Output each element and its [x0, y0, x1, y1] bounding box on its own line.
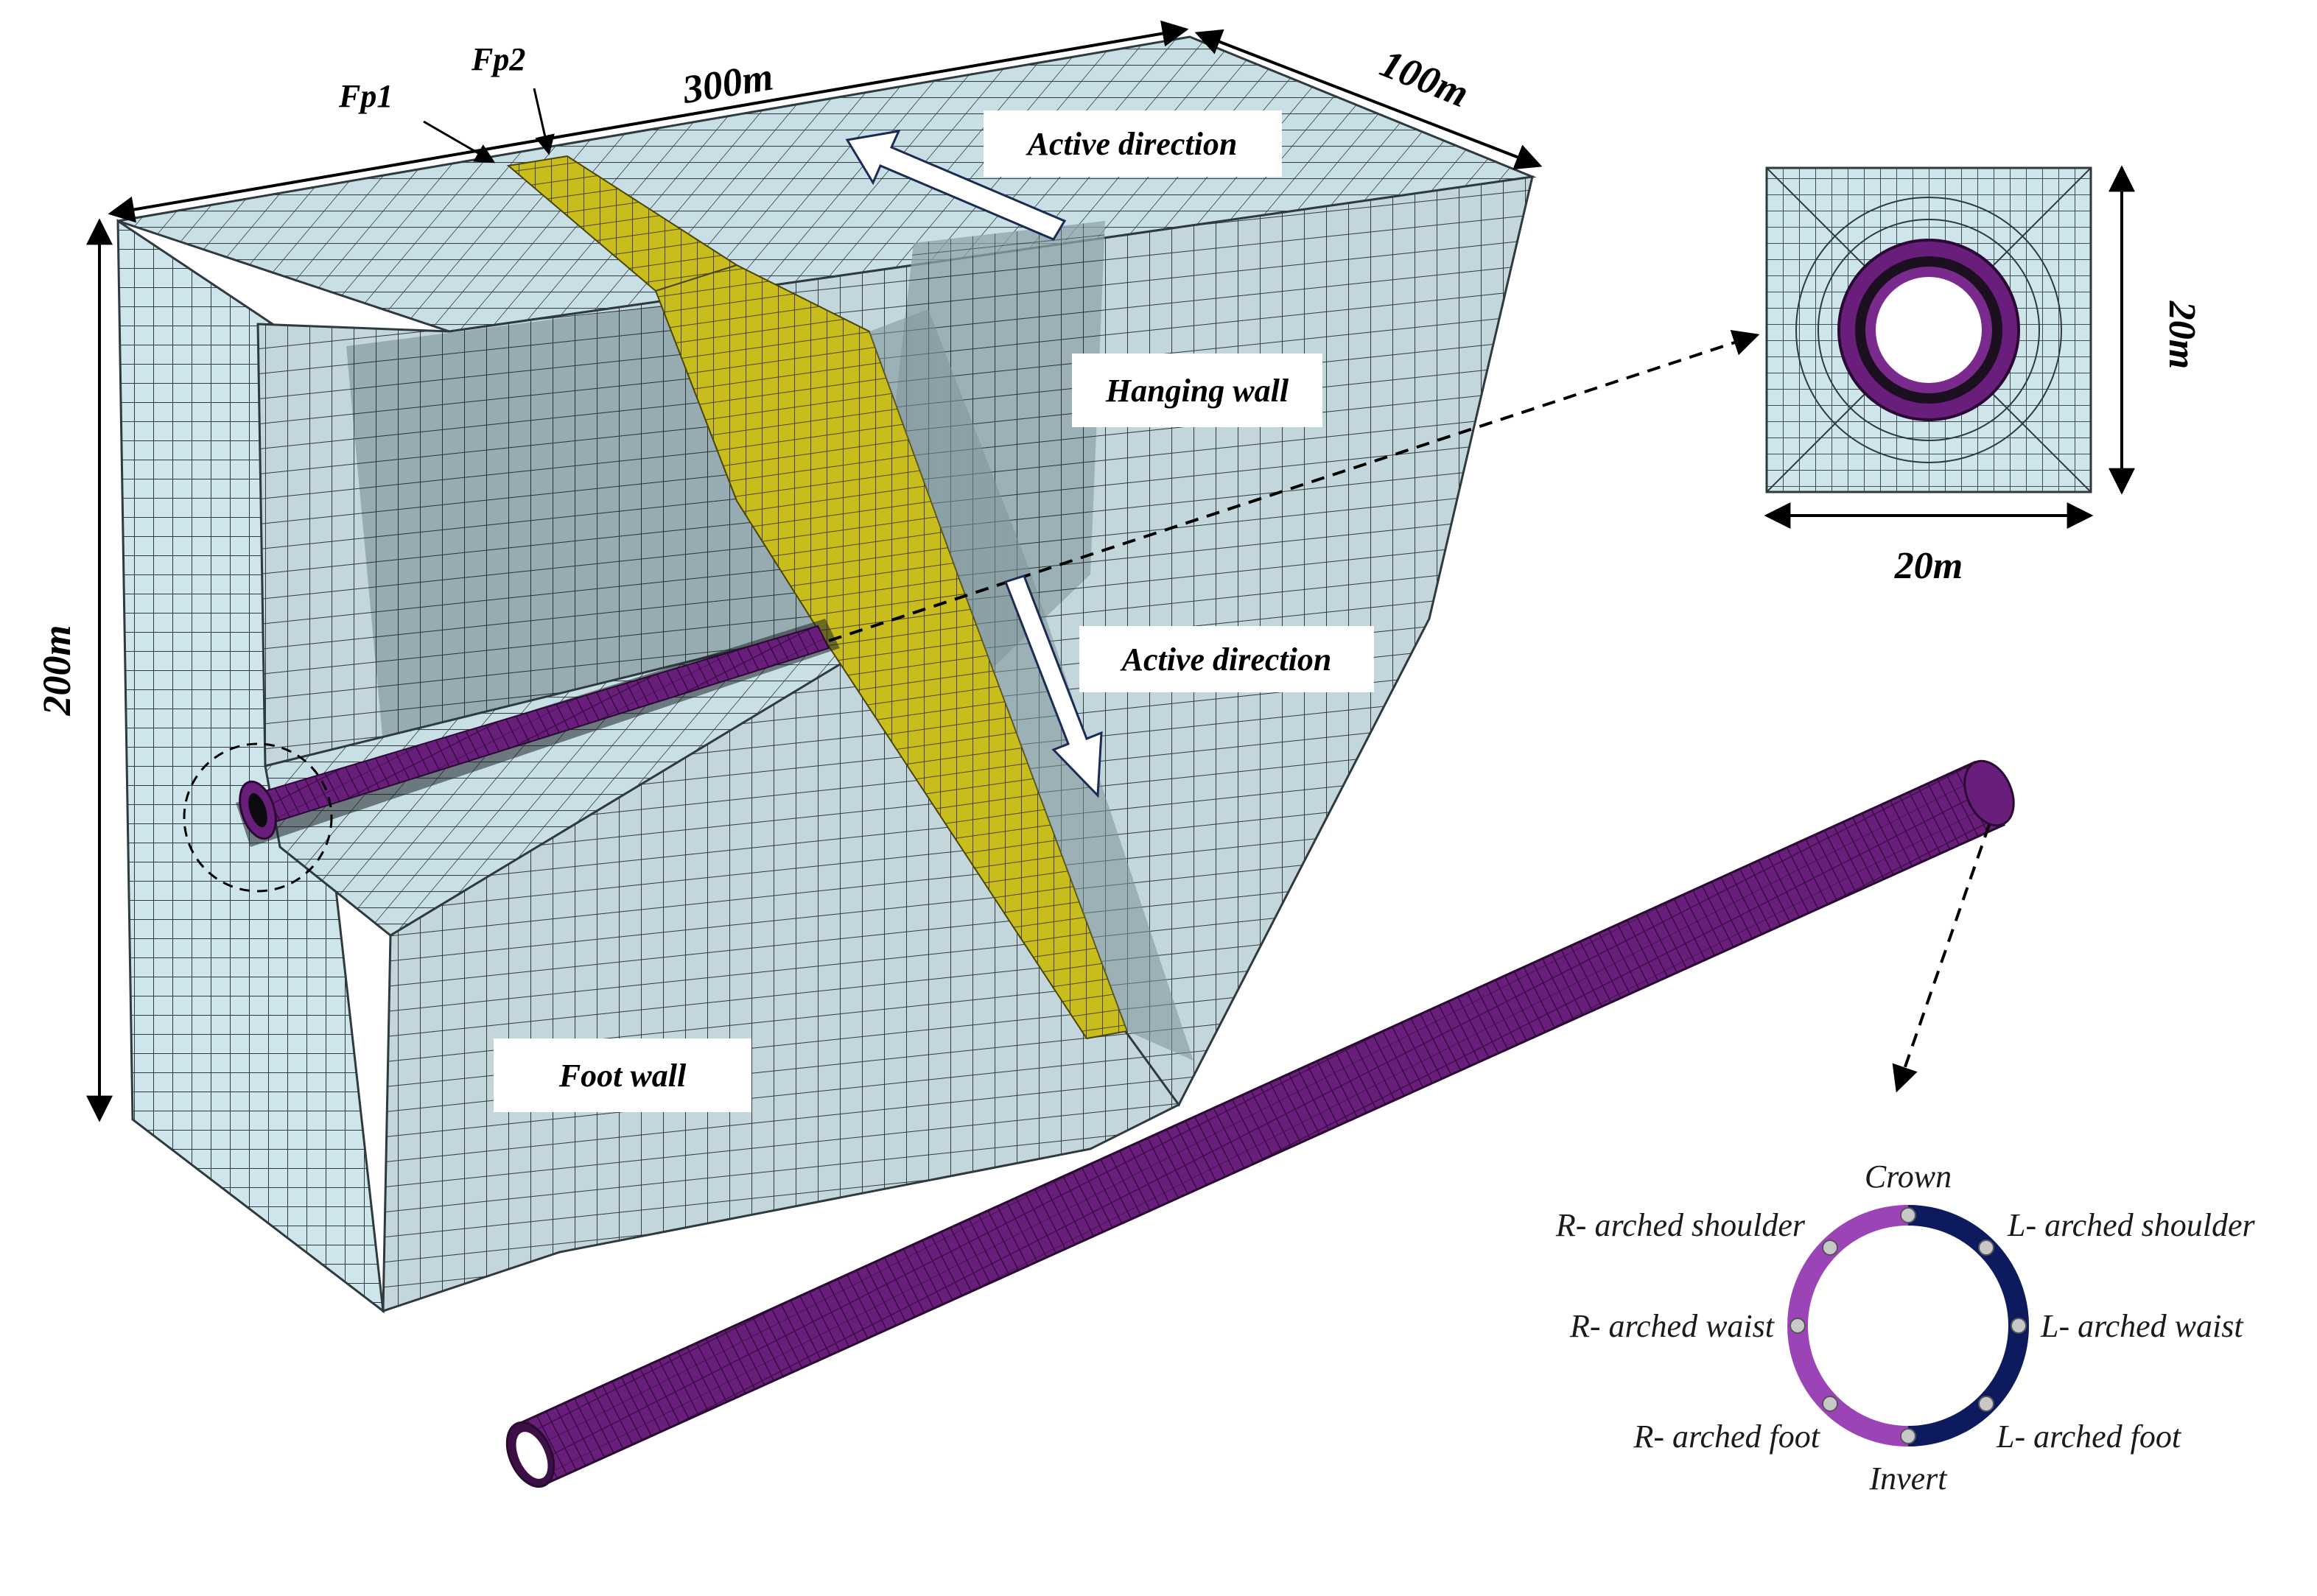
- marker-r-shoulder: [1822, 1240, 1838, 1256]
- geological-block-model: [116, 35, 1760, 1314]
- tunnel-in-model: [236, 619, 840, 847]
- tunnel-lining-tube: [505, 759, 2015, 1488]
- marker-l-foot: [1978, 1396, 1994, 1412]
- mid-active-arrow: [1004, 574, 1103, 798]
- fp1-pointer: [423, 120, 496, 164]
- marker-r-waist: [1790, 1318, 1806, 1334]
- width-dimension-line: [1194, 29, 1543, 170]
- ring-markers: [1790, 1207, 2027, 1444]
- monitoring-ring: Crown Invert R- arched shoulder L- arche…: [1555, 1159, 2256, 1497]
- marker-l-waist: [2011, 1318, 2027, 1334]
- hanging-wall-label: Hanging wall: [1105, 373, 1289, 409]
- section-opening: [1876, 277, 1982, 383]
- fault-shadow: [869, 309, 1193, 1061]
- portal-highlight-circle: [183, 742, 333, 893]
- height-label: 200m: [35, 625, 79, 716]
- active-direction-arrows: Active direction Active direction: [845, 110, 1374, 798]
- ring-right-half: [1907, 1205, 2029, 1446]
- mid-active-label: Active direction: [1120, 641, 1332, 678]
- marker-l-shoulder: [1978, 1240, 1994, 1256]
- length-dimension-line: [108, 20, 1189, 223]
- cross-section-view: 20m 20m: [1764, 165, 2203, 587]
- tube-end-far: [1963, 759, 2015, 827]
- r-foot-label: R- arched foot: [1633, 1419, 1820, 1455]
- tube-end-near-opening: [516, 1432, 548, 1479]
- width-label: 100m: [1375, 41, 1476, 116]
- l-waist-label: L- arched waist: [2040, 1308, 2244, 1344]
- section-leader-line: [828, 330, 1760, 642]
- mid-active-label-box: [1079, 626, 1374, 692]
- dimension-annotations: 300m 100m 200m Fp1 Fp2: [35, 20, 1543, 1122]
- marker-r-foot: [1822, 1396, 1838, 1412]
- tube-leader-line: [1892, 824, 1991, 1093]
- l-shoulder-label: L- arched shoulder: [2007, 1207, 2256, 1243]
- fp1-label: Fp1: [338, 78, 393, 114]
- l-foot-label: L- arched foot: [1996, 1419, 2182, 1455]
- top-active-label: Active direction: [1026, 126, 1238, 162]
- ring-left-half: [1787, 1205, 1909, 1446]
- foot-wall-label: Foot wall: [558, 1058, 687, 1094]
- top-active-arrow: [845, 130, 1067, 241]
- hanging-wall-label-box: [1072, 354, 1322, 427]
- top-active-label-box: [984, 110, 1282, 177]
- section-width-label: 20m: [1894, 545, 1963, 587]
- invert-label: Invert: [1868, 1460, 1948, 1497]
- section-height-label: 20m: [2161, 300, 2203, 369]
- zone-labels: Hanging wall Foot wall: [494, 354, 1322, 1112]
- r-shoulder-label: R- arched shoulder: [1555, 1207, 1806, 1243]
- marker-invert: [1900, 1428, 1916, 1444]
- r-waist-label: R- arched waist: [1569, 1308, 1776, 1344]
- fp2-label: Fp2: [471, 41, 525, 77]
- marker-crown: [1900, 1207, 1916, 1223]
- foot-wall-label-box: [494, 1038, 751, 1112]
- fp2-pointer: [533, 88, 555, 155]
- crown-label: Crown: [1865, 1159, 1952, 1195]
